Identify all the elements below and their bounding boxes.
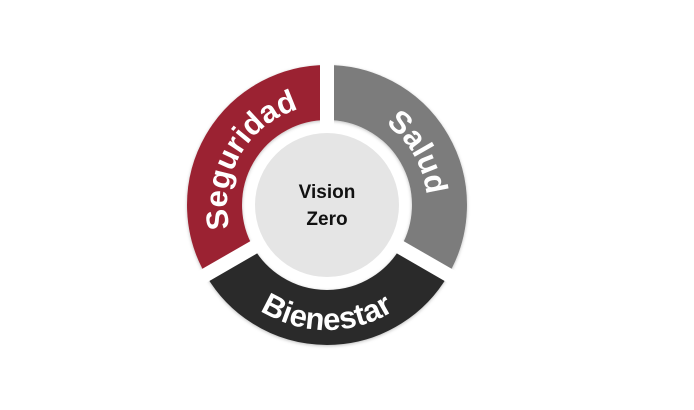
center-title-line2: Zero — [306, 209, 347, 230]
center-circle — [255, 133, 399, 277]
segment-seguridad — [187, 65, 328, 275]
center-title-line1: Vision — [299, 182, 356, 203]
segment-salud — [326, 65, 467, 275]
segment-bienestar — [205, 246, 449, 345]
